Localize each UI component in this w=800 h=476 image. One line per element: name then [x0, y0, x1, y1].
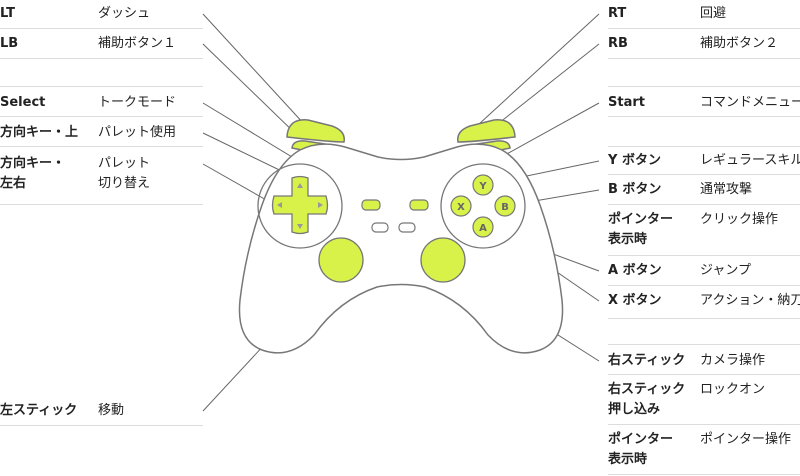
face-buttons-well [440, 163, 526, 249]
control-name: RB [608, 36, 628, 51]
x-button [450, 195, 472, 217]
right-divider [608, 204, 800, 205]
action-name: トークモード [98, 95, 177, 110]
control-name: 右スティック [608, 353, 686, 368]
control-name: 方向キー・ 左右 [0, 156, 66, 191]
action-name: ダッシュ [98, 6, 151, 21]
right-divider [608, 374, 800, 375]
leader-dpad-lr [202, 163, 276, 206]
left-divider [0, 425, 203, 426]
action-name: 通常攻撃 [700, 182, 753, 197]
right-divider [608, 474, 800, 475]
control-name: ポインター 表示時 [608, 212, 674, 247]
left-divider [0, 58, 203, 59]
left-stick [318, 237, 364, 283]
control-name: B ボタン [608, 182, 662, 197]
action-name: パレット使用 [98, 125, 177, 140]
right-stick [420, 237, 466, 283]
control-name: RT [608, 6, 627, 21]
right-divider [608, 424, 800, 425]
control-name: 左スティック [0, 403, 78, 418]
control-name: 右スティック 押し込み [608, 382, 686, 417]
dpad-well [257, 163, 343, 249]
right-divider [608, 58, 800, 59]
right-divider [608, 28, 800, 29]
action-name: コマンドメニュー [700, 95, 800, 110]
left-divider [0, 116, 203, 117]
action-name: ポインター操作 [700, 432, 792, 447]
right-divider [608, 116, 800, 117]
y-button [472, 174, 494, 196]
share-button [371, 222, 389, 233]
action-name: 移動 [98, 403, 125, 418]
right-divider [608, 146, 800, 147]
left-divider [0, 86, 203, 87]
control-name: X ボタン [608, 293, 662, 308]
action-name: レギュラースキル [700, 153, 800, 168]
dpad-right-arrow [318, 202, 323, 208]
rt-trigger [457, 119, 516, 143]
right-divider [608, 344, 800, 345]
dpad-arrows [277, 183, 323, 229]
leader-rt [477, 13, 600, 126]
control-name: Start [608, 95, 645, 110]
leader-lb [202, 43, 301, 139]
leader-lt [202, 13, 306, 126]
dpad-down-arrow [297, 224, 303, 229]
control-name: ポインター 表示時 [608, 432, 674, 467]
dpad [271, 175, 329, 235]
control-name: Select [0, 95, 46, 110]
control-name: LT [0, 6, 15, 21]
menu-button [398, 222, 416, 233]
action-name: クリック操作 [700, 212, 779, 227]
y-button-label: Y [478, 181, 487, 192]
left-divider [0, 204, 203, 205]
dpad-up-arrow [297, 183, 303, 188]
action-name: ジャンプ [700, 263, 751, 278]
x-button-label: X [457, 202, 465, 213]
action-name: アクション・納刀 [700, 293, 800, 308]
right-divider [608, 318, 800, 319]
right-divider [608, 174, 800, 175]
a-button [472, 216, 494, 238]
control-name: Y ボタン [608, 153, 661, 168]
lt-trigger [286, 119, 345, 143]
start-button [409, 199, 429, 211]
b-button-label: B [501, 202, 509, 213]
right-divider [608, 285, 800, 286]
action-name: カメラ操作 [700, 353, 766, 368]
left-divider [0, 146, 203, 147]
control-name: 方向キー・上 [0, 125, 79, 140]
action-name: パレット 切り替え [98, 156, 151, 191]
action-name: 補助ボタン１ [98, 36, 177, 51]
b-button [494, 195, 516, 217]
a-button-label: A [479, 223, 487, 234]
dpad-left-arrow [277, 202, 282, 208]
select-button [361, 199, 381, 211]
control-name: LB [0, 36, 19, 51]
right-divider [608, 86, 800, 87]
right-divider [608, 255, 800, 256]
controller-body [238, 143, 564, 354]
action-name: 補助ボタン２ [700, 36, 779, 51]
action-name: 回避 [700, 6, 727, 21]
left-divider [0, 28, 203, 29]
action-name: ロックオン [700, 382, 766, 397]
control-name: A ボタン [608, 263, 662, 278]
